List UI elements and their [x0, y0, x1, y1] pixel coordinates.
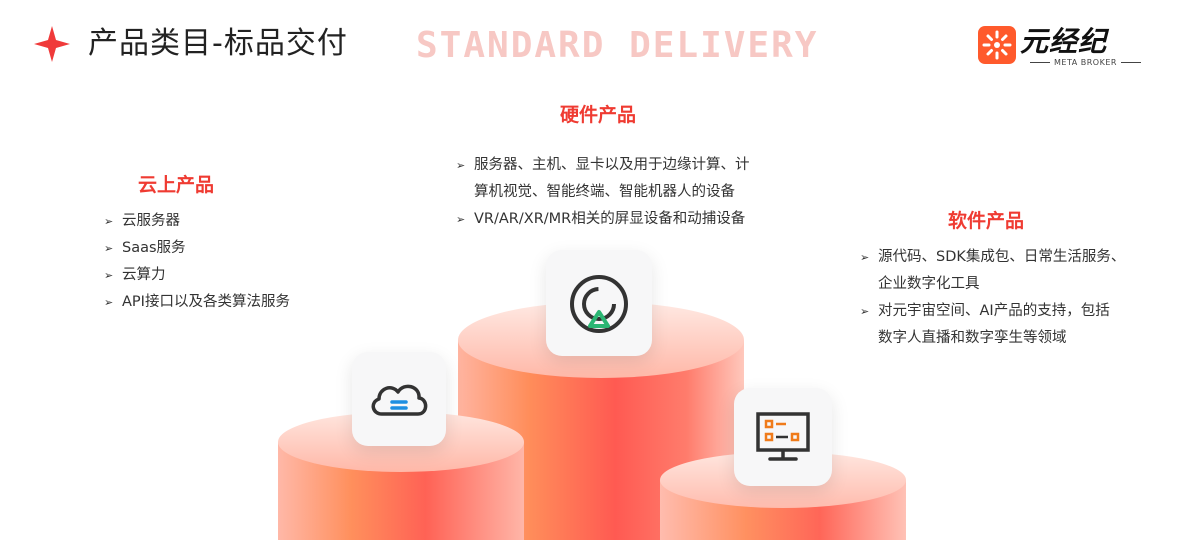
logo-name: 元经纪	[1020, 25, 1108, 58]
list-item: ➢Saas服务	[104, 235, 344, 262]
list-item: ➢API接口以及各类算法服务	[104, 289, 344, 316]
watermark-text: STANDARD DELIVERY	[416, 25, 819, 66]
cloud-icon-card	[352, 352, 446, 446]
brand-logo: 元经纪 META BROKER	[978, 25, 1128, 72]
list-item: ➢云算力	[104, 262, 344, 289]
hardware-title: 硬件产品	[560, 104, 637, 126]
aperture-icon	[570, 275, 628, 333]
cloud-title: 云上产品	[138, 174, 215, 196]
arrow-bullet-icon: ➢	[456, 213, 466, 226]
logo-mark	[978, 26, 1016, 64]
cloud-icon	[371, 384, 428, 416]
red-star-icon	[34, 26, 70, 62]
page-title: 产品类目-标品交付	[88, 26, 348, 61]
list-item: ➢服务器、主机、显卡以及用于边缘计算、计	[456, 152, 786, 179]
arrow-bullet-icon: ➢	[104, 269, 114, 282]
spark-gear-icon	[982, 30, 1012, 60]
arrow-bullet-icon: ➢	[104, 242, 114, 255]
list-item: ➢源代码、SDK集成包、日常生活服务、	[860, 244, 1160, 271]
monitor-icon	[756, 412, 810, 461]
list-item: 数字人直播和数字孪生等领域	[878, 330, 1067, 346]
software-title: 软件产品	[948, 210, 1025, 232]
cloud-list: ➢云服务器 ➢Saas服务 ➢云算力 ➢API接口以及各类算法服务	[104, 208, 344, 316]
list-item: ➢对元宇宙空间、AI产品的支持，包括	[860, 298, 1160, 325]
list-item: ➢VR/AR/XR/MR相关的屏显设备和动捕设备	[456, 206, 786, 233]
arrow-bullet-icon: ➢	[860, 251, 870, 264]
arrow-bullet-icon: ➢	[860, 305, 870, 318]
arrow-bullet-icon: ➢	[104, 215, 114, 228]
logo-subtitle: META BROKER	[1026, 58, 1145, 68]
list-item: ➢云服务器	[104, 208, 344, 235]
hardware-icon-card	[546, 250, 652, 356]
arrow-bullet-icon: ➢	[456, 159, 466, 172]
list-item: 企业数字化工具	[878, 276, 980, 292]
hardware-list: ➢服务器、主机、显卡以及用于边缘计算、计 算机视觉、智能终端、智能机器人的设备 …	[456, 152, 786, 233]
software-list: ➢源代码、SDK集成包、日常生活服务、 企业数字化工具 ➢对元宇宙空间、AI产品…	[860, 244, 1160, 352]
list-item: 算机视觉、智能终端、智能机器人的设备	[474, 184, 735, 200]
arrow-bullet-icon: ➢	[104, 296, 114, 309]
software-icon-card	[734, 388, 832, 486]
